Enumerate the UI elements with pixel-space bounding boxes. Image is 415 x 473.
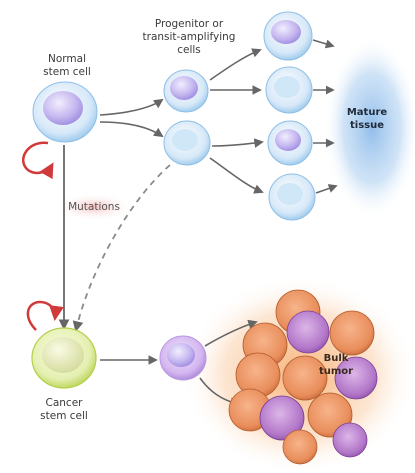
arrow-to-mature-4: [209, 157, 264, 194]
mature-cell-3: [267, 120, 313, 166]
mature-cell-1: [263, 11, 313, 61]
arrow-to-mature-1: [209, 48, 262, 81]
self-renewal-arrow-cancer: [26, 300, 64, 331]
progenitor-cell-2: [163, 120, 211, 166]
mature-cell-4: [268, 173, 316, 221]
arrow-dashed-progenitor-to-cancer: [72, 164, 171, 333]
normal-stem-cell-label: Normal stem cell: [43, 53, 91, 78]
mutations-glow: [54, 193, 134, 221]
arrow-to-tissue-1: [312, 39, 335, 49]
arrow-to-tumor-1: [204, 319, 258, 347]
mature-tissue-label: Mature tissue: [346, 107, 388, 131]
mature-cell-2: [265, 66, 313, 114]
arrow-to-progenitor-1: [99, 98, 164, 116]
self-renewal-arrow-normal: [22, 141, 54, 180]
progenitor-cell-1: [163, 69, 209, 113]
bulk-tumor-label: Bulk tumor: [318, 353, 354, 377]
cancer-stem-cell-label: Cancer stem cell: [40, 397, 88, 422]
arrow-to-tissue-4: [315, 184, 338, 194]
arrow-to-progenitor-2: [99, 121, 164, 138]
tumor-progenitor-cell: [159, 335, 207, 381]
mature-tissue-glow: [324, 36, 415, 220]
progenitor-label: Progenitor or transit-amplifying cells: [142, 18, 236, 56]
cancer-stem-cell: [31, 327, 97, 389]
mutations-label: Mutations: [68, 201, 120, 213]
normal-stem-cell: [32, 81, 98, 143]
bulk-tumor: [228, 289, 378, 465]
arrow-to-mature-3: [211, 138, 264, 148]
